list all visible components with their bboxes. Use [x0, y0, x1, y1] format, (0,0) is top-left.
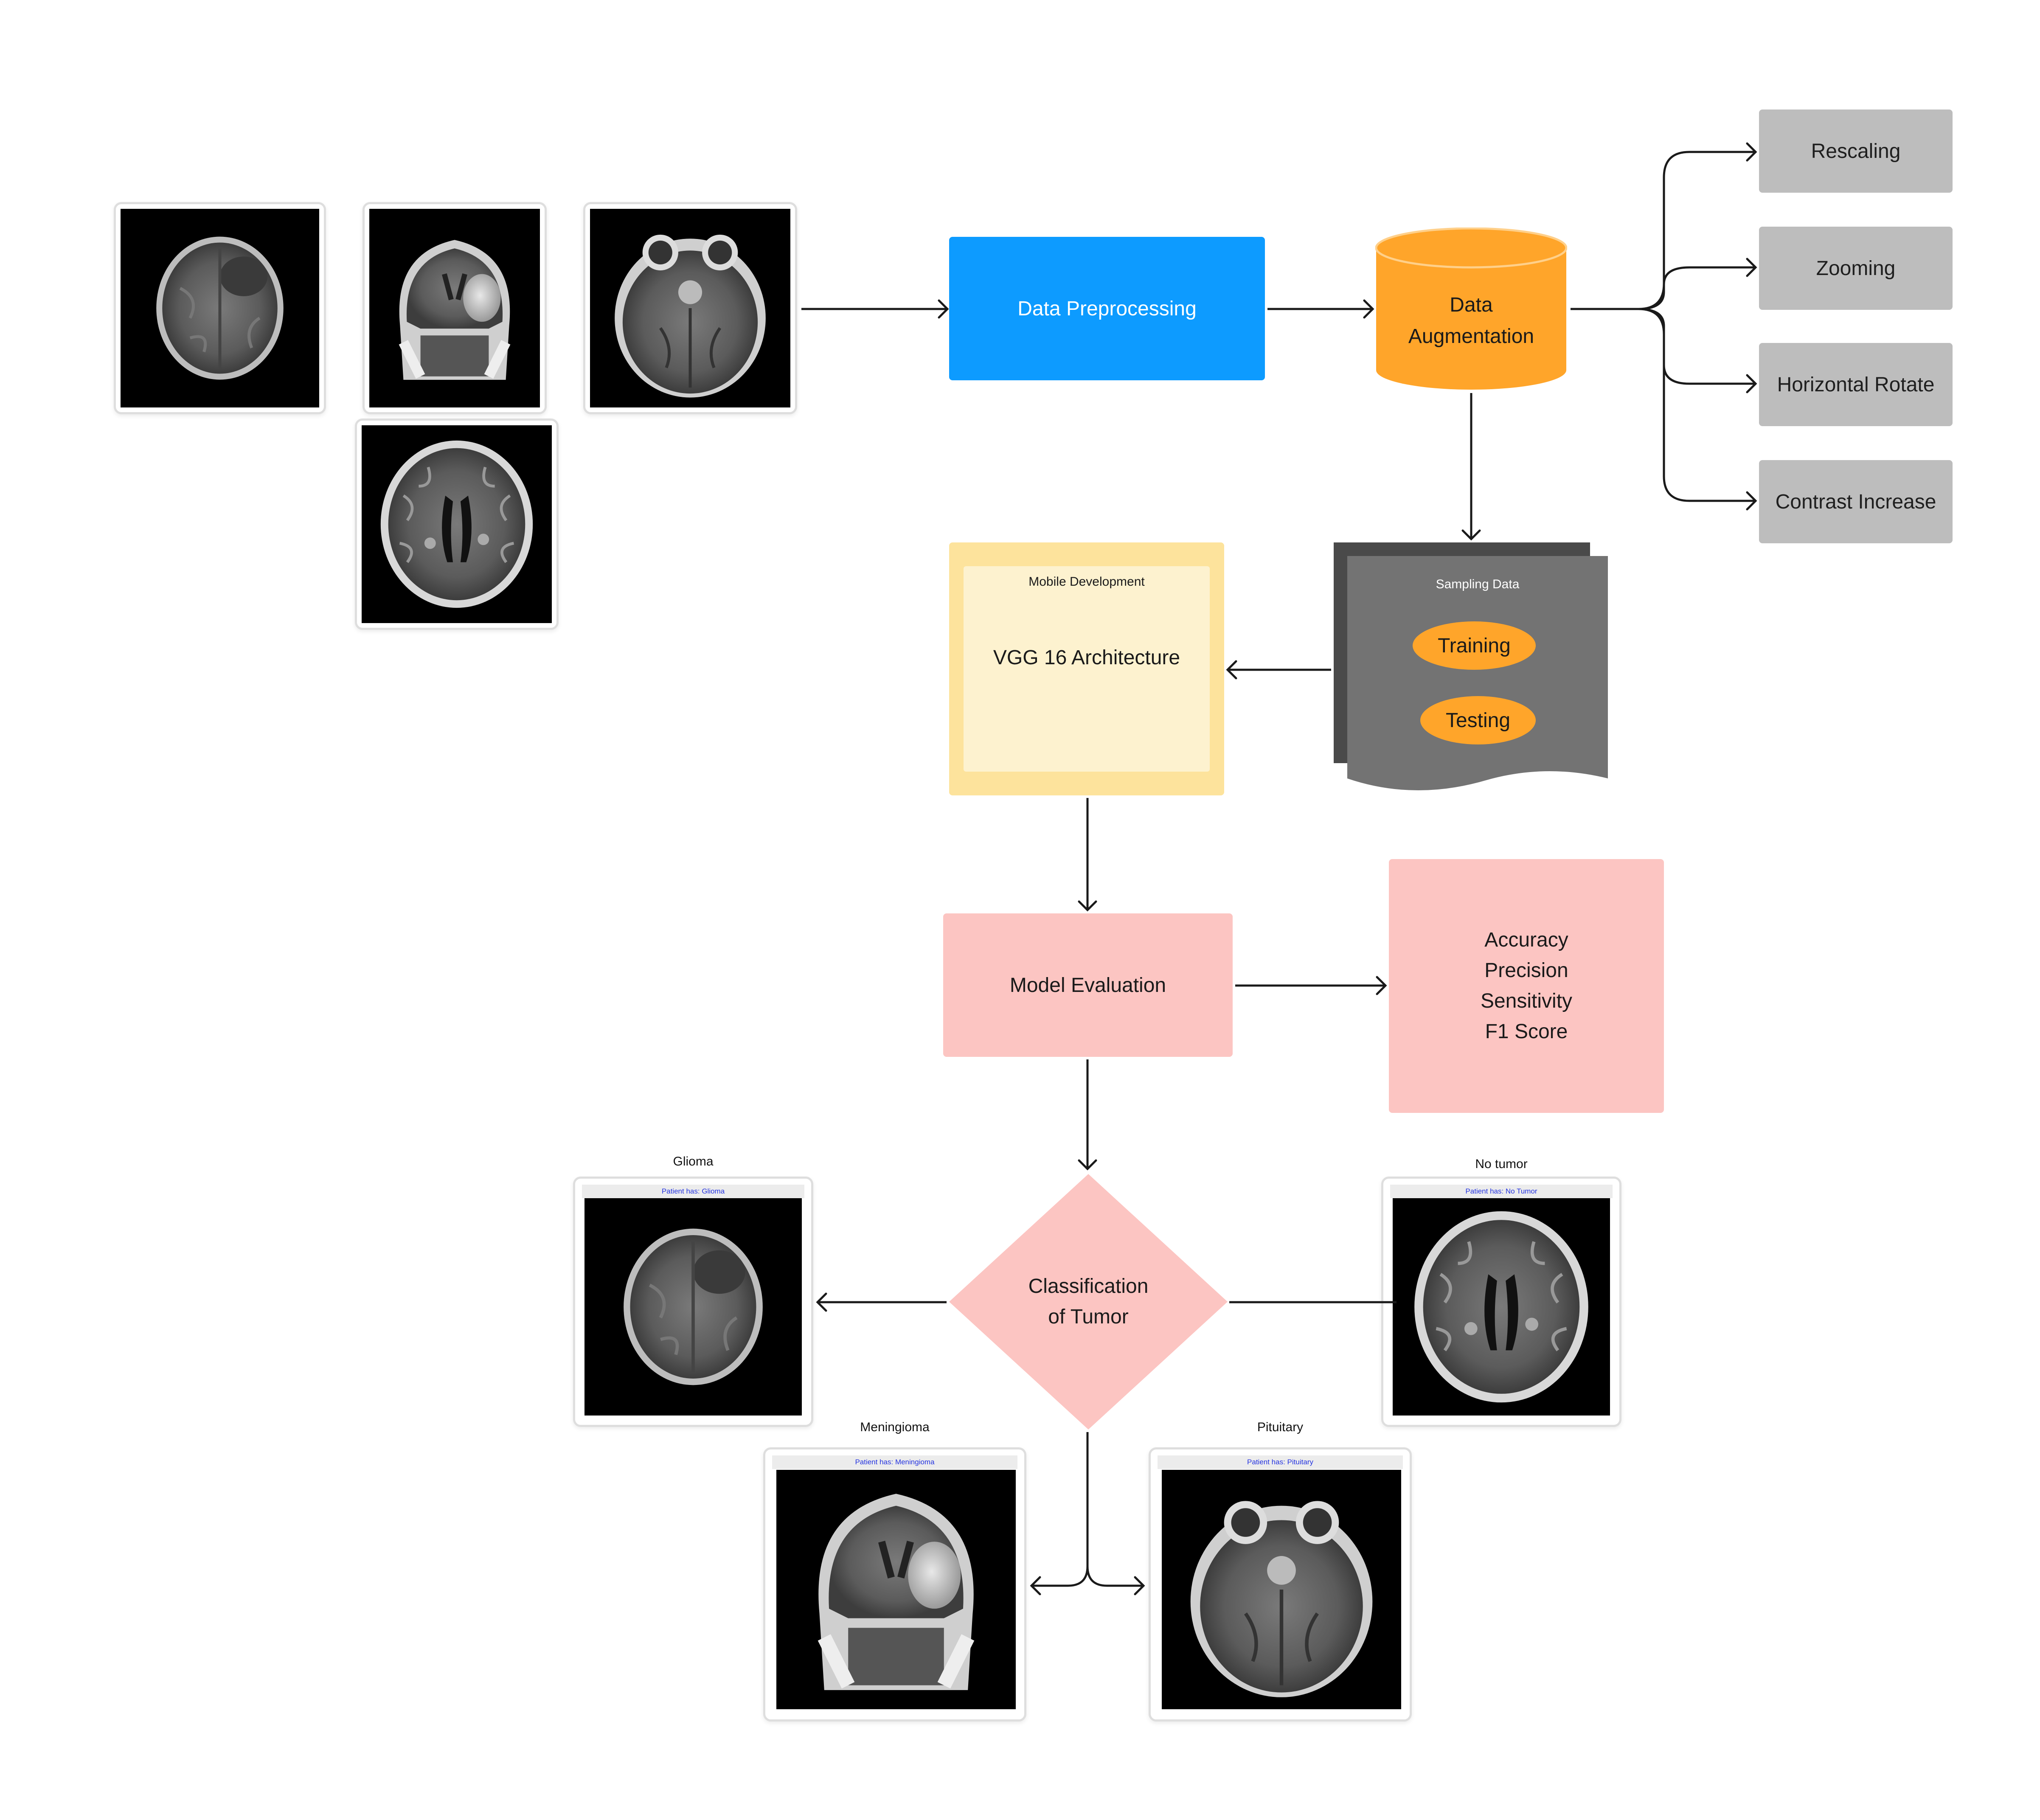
arrowhead-glioma [816, 1292, 827, 1312]
arrowhead-evaluation [1078, 900, 1097, 912]
aug-op-contrast-increase: Contrast Increase [1759, 460, 1953, 543]
meningioma-caption: Meningioma [860, 1420, 930, 1434]
aug-op-rescaling: Rescaling [1759, 110, 1953, 193]
model-evaluation-box: Model Evaluation [943, 913, 1233, 1057]
database-icon [1375, 227, 1568, 390]
arrow-augmentation-to-ops [1571, 151, 1756, 502]
data-augmentation-label: Data Augmentation [1408, 294, 1534, 348]
arrowhead-meningioma [1030, 1576, 1041, 1595]
no-tumor-banner: Patient has: No Tumor [1390, 1185, 1613, 1198]
arrowhead-pituitary [1134, 1576, 1145, 1595]
aug-op-zooming: Zooming [1759, 227, 1953, 310]
aug-op-label: Zooming [1816, 257, 1896, 280]
arrowhead-zooming [1746, 258, 1757, 277]
arrowhead-vgg [1226, 660, 1237, 680]
result-pituitary: Patient has: Pituitary [1149, 1447, 1412, 1722]
training-pill: Training [1413, 621, 1536, 670]
metrics-box: Accuracy Precision Sensitivity F1 Score [1389, 859, 1664, 1113]
result-meningioma: Patient has: Meningioma [763, 1447, 1026, 1722]
testing-pill: Testing [1420, 696, 1536, 744]
mobile-development-box: Mobile Development VGG 16 Architecture [949, 542, 1224, 795]
aug-op-label: Rescaling [1811, 140, 1901, 163]
decision-diamond-shape [949, 1174, 1228, 1430]
mobile-development-title: Mobile Development [1028, 575, 1145, 589]
training-label: Training [1438, 634, 1511, 657]
classification-label: Classification of Tumor [1028, 1275, 1149, 1328]
aug-op-horizontal-rotate: Horizontal Rotate [1759, 343, 1953, 426]
arrowhead-classification [1078, 1159, 1097, 1171]
sampling-data-stack: Sampling Data Training Testing [1334, 542, 1609, 796]
pituitary-caption: Pituitary [1257, 1420, 1304, 1434]
result-no-tumor: Patient has: No Tumor [1381, 1177, 1621, 1427]
result-glioma: Patient has: Glioma [573, 1177, 813, 1427]
arrowhead-metrics [1376, 976, 1387, 995]
glioma-banner: Patient has: Glioma [582, 1185, 804, 1198]
input-image-axial-1 [114, 202, 326, 414]
meningioma-banner: Patient has: Meningioma [772, 1455, 1017, 1469]
aug-op-label: Horizontal Rotate [1777, 373, 1935, 396]
data-augmentation-cylinder: Data Augmentation [1375, 227, 1568, 390]
glioma-caption: Glioma [673, 1154, 714, 1168]
classification-diamond: Classification of Tumor [949, 1174, 1228, 1430]
data-preprocessing-label: Data Preprocessing [1017, 297, 1197, 320]
model-evaluation-label: Model Evaluation [1009, 974, 1166, 997]
input-image-axial-flair [355, 418, 559, 630]
input-image-axial-orbit [583, 202, 797, 414]
vgg16-architecture-label: VGG 16 Architecture [993, 646, 1180, 669]
no-tumor-caption: No tumor [1475, 1157, 1528, 1171]
sampling-data-title: Sampling Data [1436, 577, 1520, 591]
arrowhead-sampling [1461, 529, 1481, 541]
testing-label: Testing [1445, 709, 1511, 732]
arrowhead-horizontal-rotate [1746, 374, 1757, 393]
aug-op-label: Contrast Increase [1775, 490, 1936, 513]
arrowhead-rescaling [1746, 142, 1757, 162]
input-image-coronal [362, 202, 547, 414]
arrowhead-contrast-increase [1746, 491, 1757, 511]
pituitary-banner: Patient has: Pituitary [1158, 1455, 1403, 1469]
metrics-label: Accuracy Precision Sensitivity F1 Score [1480, 929, 1573, 1043]
arrowhead-augmentation [1363, 299, 1374, 319]
arrowhead-images [938, 299, 949, 319]
arrow-classification-to-bottom [1031, 1432, 1144, 1587]
data-preprocessing-box: Data Preprocessing [949, 237, 1265, 380]
mobile-development-inner: Mobile Development VGG 16 Architecture [964, 566, 1210, 772]
